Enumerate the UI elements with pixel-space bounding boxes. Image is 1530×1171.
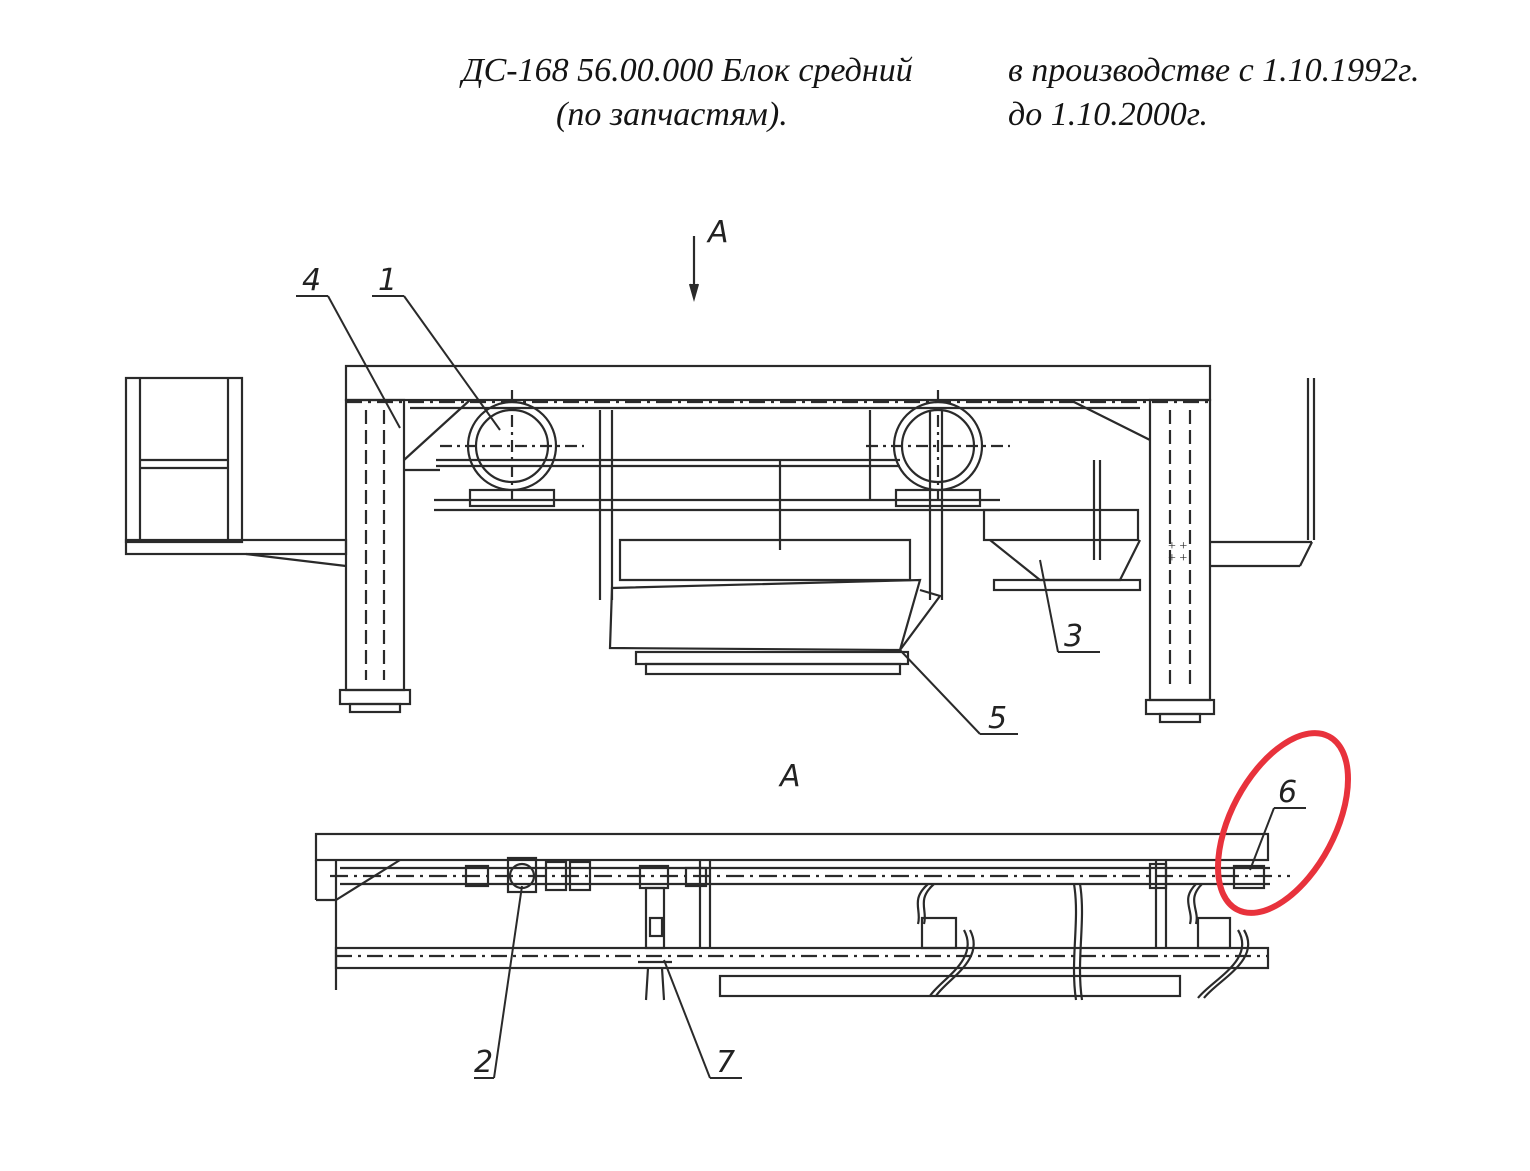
svg-text:+ +: + + [1168,551,1187,566]
lower-top-beam [314,832,1270,862]
actuator [638,886,672,1001]
lower-bottom-beam [334,946,1270,970]
upper-leaders [296,295,1100,735]
production-start-note: в производстве с 1.10.1992г. [1008,52,1420,89]
upper-assembly-view: + + + + [124,236,1316,724]
drawing-designation: ДС-168 56.00.000 Блок средний [462,52,913,89]
callout-3: 3 [1064,619,1083,654]
central-unit [608,538,942,676]
hoses [916,883,1250,1001]
left-ladder-platform [124,376,348,568]
right-hopper [982,460,1142,592]
highlight-circle [1215,730,1351,916]
right-support-column: + + + + [1069,398,1216,724]
callout-2: 2 [474,1045,493,1080]
callout-7: 7 [716,1045,735,1080]
section-arrow-label: А [706,215,729,250]
callout-1: 1 [378,263,397,298]
svg-text:+ +: + + [1168,539,1187,554]
top-frame [344,364,1212,402]
callout-4: 4 [302,263,321,298]
shaft-end-coupling [1232,864,1266,890]
section-view-title: А [778,759,801,794]
production-end-note: до 1.10.2000г. [1008,96,1209,133]
left-drum [440,390,584,508]
lower-section-view [314,832,1290,1001]
callout-5: 5 [988,701,1007,736]
drawing-designation-subtitle: (по запчастям). [556,96,788,133]
lower-leaders [474,807,1306,1079]
shaft-line [330,856,1290,894]
right-handrail [1210,378,1316,568]
callout-6: 6 [1278,775,1297,810]
section-arrow [688,236,700,303]
